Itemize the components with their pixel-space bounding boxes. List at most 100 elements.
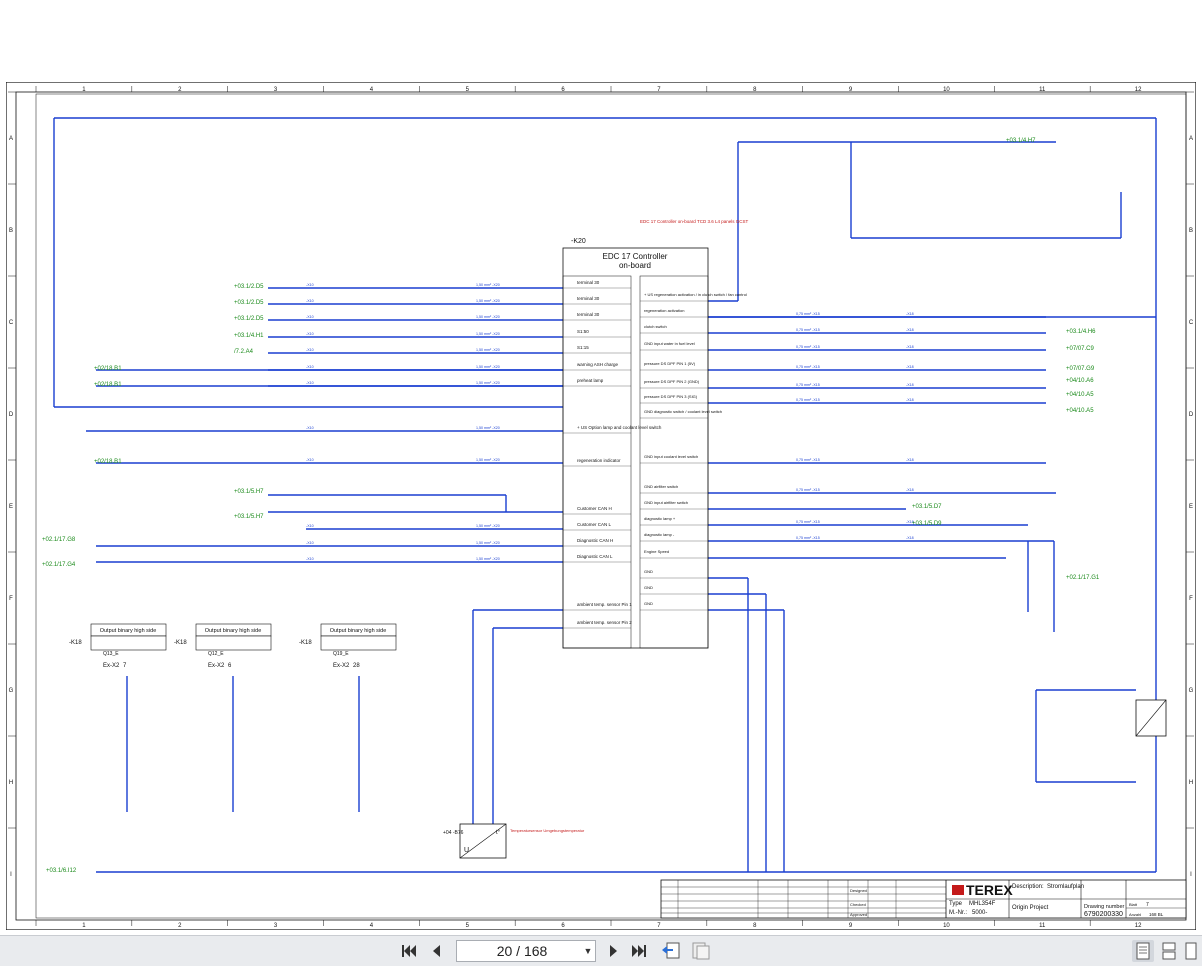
cross-reference-right: +03.1/4.H7: [1006, 138, 1036, 144]
page-selector[interactable]: 20 / 168 ▼: [456, 940, 596, 962]
cross-reference-right: +04/10.A5: [1066, 392, 1094, 398]
wire-label: 1,50 mm² -X20: [476, 541, 500, 545]
controller-pin-right-label: pressure DS DPF PIN 2 (GND): [644, 379, 700, 384]
project-label: Origin Project: [1012, 905, 1049, 911]
row-label: F: [1189, 596, 1193, 602]
mnr-value: 5000-: [972, 910, 987, 916]
cross-references-left: +03.1/2.D5 +03.1/2.D5 +03.1/2.D5 +03.1/4.H1…: [42, 284, 264, 874]
output-pin-no: 7: [123, 663, 127, 669]
page-total: 168: [523, 943, 548, 959]
wire-label: 1,50 mm² -X20: [476, 426, 500, 430]
cross-reference-left: +03.1/5.H7: [234, 489, 264, 495]
controller-pin-right-label: regeneration activation: [644, 308, 684, 313]
of-value: 168 BL: [1149, 912, 1164, 917]
output-ref: -K18: [299, 640, 312, 646]
controller-pin-left-label: S1:15: [577, 345, 589, 350]
cross-reference-left: +03.1/2.D5: [234, 300, 264, 306]
cross-reference-left: /7.2.A4: [234, 349, 254, 355]
column-label: 9: [849, 87, 853, 93]
cross-reference-left: +03.1/2.D5: [234, 316, 264, 322]
row-label: H: [1189, 780, 1193, 786]
continuous-view-button[interactable]: [1158, 940, 1180, 962]
first-page-button[interactable]: [398, 940, 420, 962]
controller-pin-right-label: diagnostic lamp +: [644, 516, 676, 521]
controller-pin-right-label: GND input airfilter switch: [644, 500, 688, 505]
controller-pin-right-label: Engine Speed: [644, 549, 669, 554]
row-label: G: [1189, 688, 1194, 694]
column-label: 2: [178, 87, 182, 93]
page-current: 20: [496, 943, 513, 959]
controller-pin-left-label: regeneration indicator: [577, 458, 621, 463]
controller-title-2: on-board: [619, 261, 651, 270]
wire-label: 1,50 mm² -X20: [476, 557, 500, 561]
go-forward-icon: [692, 942, 710, 960]
column-label: 9: [849, 923, 853, 929]
wire-label: 1,50 mm² -X20: [476, 283, 500, 287]
controller-pin-left-label: + US Option lamp and coolant level switc…: [577, 425, 662, 430]
column-label: 12: [1135, 923, 1142, 929]
sensor-label: Temperatursensor Umgebungstemperatur: [510, 828, 585, 833]
type-value: MHL354F: [969, 901, 996, 907]
row-label: I: [1190, 872, 1192, 878]
temperature-sensor: U t° +04 -B76 Temperatursensor Umgebungs…: [443, 823, 585, 859]
viewer-toolbar: 20 / 168 ▼: [0, 935, 1202, 966]
controller-pin-right-label: + US regeneration activation / in clutch…: [644, 292, 747, 297]
facing-view-button[interactable]: [1182, 940, 1200, 962]
type-label: Type: [949, 901, 963, 907]
wire-label: 0,75 mm² -X15: [796, 383, 820, 387]
wire-label: 1,50 mm² -X20: [476, 365, 500, 369]
output-conn: Ex-X2: [103, 663, 120, 669]
wire-labels: 1,50 mm² -X20 -X10 1,50 mm² -X20 -X10 1,50 m…: [306, 283, 914, 561]
previous-page-button[interactable]: [426, 940, 448, 962]
cross-reference-right: +07/07.G9: [1066, 366, 1095, 372]
column-label: 10: [943, 923, 950, 929]
wire-label: -X10: [306, 365, 314, 369]
column-label: 6: [561, 87, 565, 93]
cross-reference-right: +02.1/17.G1: [1066, 575, 1100, 581]
wire-label: 0,75 mm² -X15: [796, 398, 820, 402]
next-page-icon: [610, 945, 617, 957]
cross-reference-left: +02.1/17.G8: [42, 537, 76, 543]
wire-label: -X18: [906, 345, 914, 349]
drawing-number-label: Drawing number: [1084, 904, 1125, 910]
last-page-button[interactable]: [628, 940, 650, 962]
go-forward-button[interactable]: [690, 940, 712, 962]
go-back-button[interactable]: [660, 940, 682, 962]
controller-pin-right-label: GND input water in fuel level: [644, 341, 695, 346]
checked-label: Checked: [850, 902, 866, 907]
cross-reference-left: +02.1/17.G4: [42, 562, 76, 568]
single-page-view-button[interactable]: [1132, 940, 1154, 962]
output-title: Output binary high side: [330, 628, 387, 634]
next-page-button[interactable]: [602, 940, 624, 962]
controller-pin-right-label: pressure DS DPF PIN 1 (5V): [644, 361, 696, 366]
wire-label: -X10: [306, 557, 314, 561]
controller-pin-left-label: preheat lamp: [577, 378, 604, 383]
cross-reference-right: +03.1/5.D9: [912, 521, 942, 527]
output-ref: -K18: [174, 640, 187, 646]
output-pin: Q12_E: [208, 651, 224, 657]
cross-reference-left: +02/18.B1: [94, 382, 122, 388]
cross-reference-left: +03.1/2.D5: [234, 284, 264, 290]
row-label: F: [9, 596, 13, 602]
wire-label: -X10: [306, 299, 314, 303]
controller-pin-left-label: S1:50: [577, 329, 589, 334]
row-label: E: [9, 504, 13, 510]
column-label: 11: [1039, 87, 1046, 93]
cross-references-right: +03.1/4.H7+03.1/4.H6+07/07.C9+07/07.G9+0…: [912, 138, 1100, 581]
controller-pin-left-label: Customer CAN L: [577, 522, 612, 527]
controller-pin-left-label: ambient temp. sensor Pin 2: [577, 620, 632, 625]
controller-pin-right-label: GND: [644, 585, 653, 590]
wire-label: -X10: [306, 541, 314, 545]
wire-label: -X18: [906, 520, 914, 524]
wire-label: 1,50 mm² -X20: [476, 458, 500, 462]
sheet-value: 7: [1146, 902, 1149, 908]
cross-reference-right: +03.1/5.D7: [912, 504, 942, 510]
controller-ref: -K20: [571, 238, 586, 245]
go-back-icon: [662, 942, 680, 959]
wire-label: -X10: [306, 348, 314, 352]
row-label: B: [9, 228, 13, 234]
output-pin-no: 6: [228, 663, 232, 669]
title-block: Designed Checked Approved TEREX Type MHL…: [660, 879, 1187, 919]
cross-reference-left: +03.1/4.H1: [234, 333, 264, 339]
